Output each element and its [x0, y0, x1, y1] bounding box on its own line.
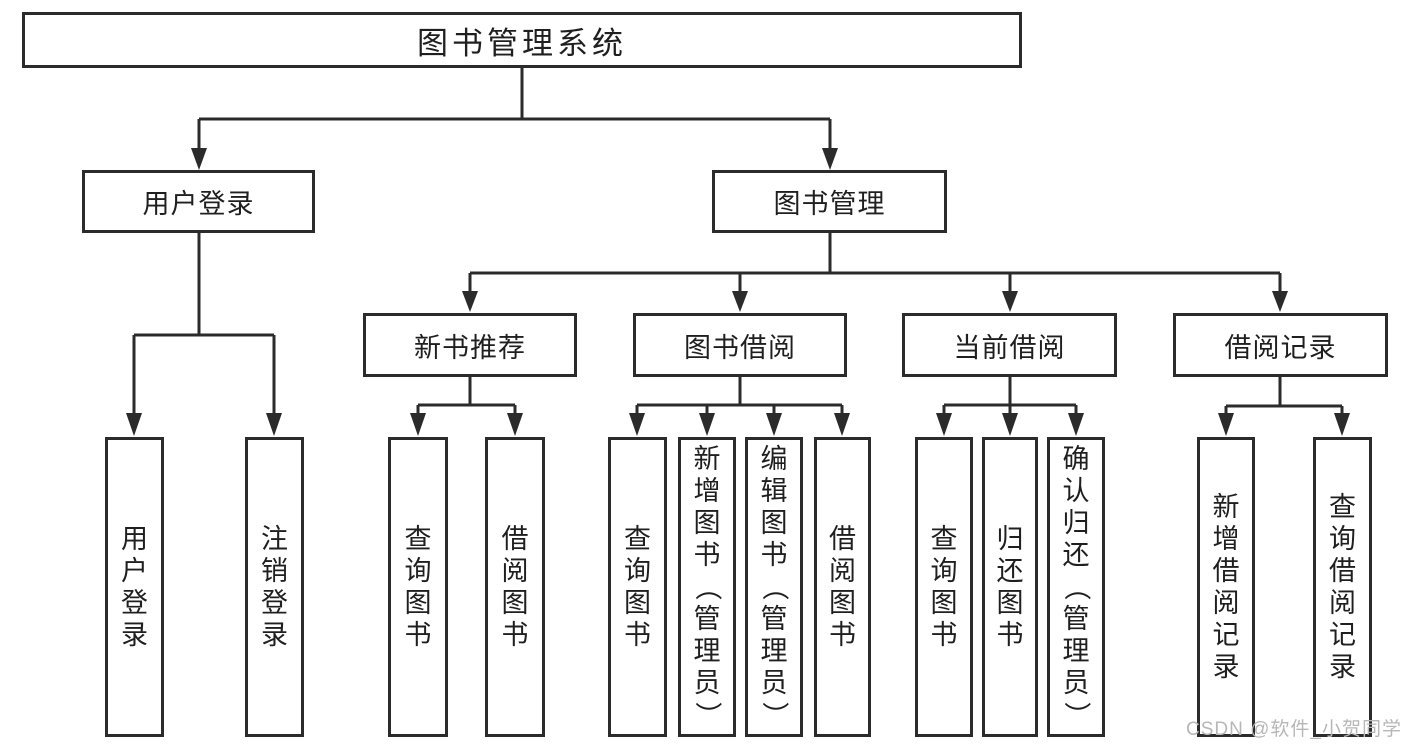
node-new-book-recommend: 新书推荐 — [363, 313, 577, 377]
leaf-label: 确认归还（管理员） — [1061, 444, 1091, 729]
leaf-borrow-borrow-books: 借阅图书 — [814, 437, 871, 737]
node-root-system: 图书管理系统 — [22, 12, 1022, 68]
node-book-borrow: 图书借阅 — [633, 313, 847, 377]
node-book-management: 图书管理 — [712, 170, 947, 233]
leaf-borrow-edit-books-admin: 编辑图书（管理员） — [745, 437, 803, 737]
leaf-label: 借阅图书 — [501, 524, 529, 650]
leaf-label: 查询图书 — [624, 524, 651, 650]
leaf-label: 查询图书 — [930, 524, 958, 650]
leaf-records-query: 查询借阅记录 — [1313, 437, 1372, 737]
leaf-borrow-query-books: 查询图书 — [608, 437, 667, 737]
arrowhead-icons — [126, 148, 1350, 436]
node-borrow-records: 借阅记录 — [1173, 313, 1388, 377]
leaf-current-query-books: 查询图书 — [915, 437, 973, 737]
leaf-records-add: 新增借阅记录 — [1197, 437, 1255, 737]
leaf-newbook-query-books: 查询图书 — [388, 437, 448, 737]
leaf-label: 新增借阅记录 — [1212, 492, 1240, 682]
leaf-borrow-add-books-admin: 新增图书（管理员） — [678, 437, 736, 737]
leaf-label: 注销登录 — [261, 524, 288, 650]
node-user-login: 用户登录 — [82, 170, 315, 233]
leaf-logout: 注销登录 — [245, 437, 304, 737]
leaf-current-confirm-return-admin: 确认归还（管理员） — [1047, 437, 1105, 737]
csdn-watermark: CSDN @软件_小贺同学 — [1186, 719, 1402, 740]
leaf-user-login: 用户登录 — [105, 437, 164, 737]
leaf-label: 编辑图书（管理员） — [759, 444, 789, 729]
leaf-label: 归还图书 — [996, 524, 1024, 650]
leaf-newbook-borrow-books: 借阅图书 — [485, 437, 545, 737]
leaf-label: 用户登录 — [121, 524, 148, 650]
leaf-current-return-books: 归还图书 — [982, 437, 1038, 737]
leaf-label: 查询图书 — [404, 524, 432, 650]
leaf-label: 新增图书（管理员） — [692, 444, 722, 729]
node-current-borrow: 当前借阅 — [902, 313, 1117, 377]
leaf-label: 借阅图书 — [829, 524, 856, 650]
leaf-label: 查询借阅记录 — [1329, 492, 1356, 682]
